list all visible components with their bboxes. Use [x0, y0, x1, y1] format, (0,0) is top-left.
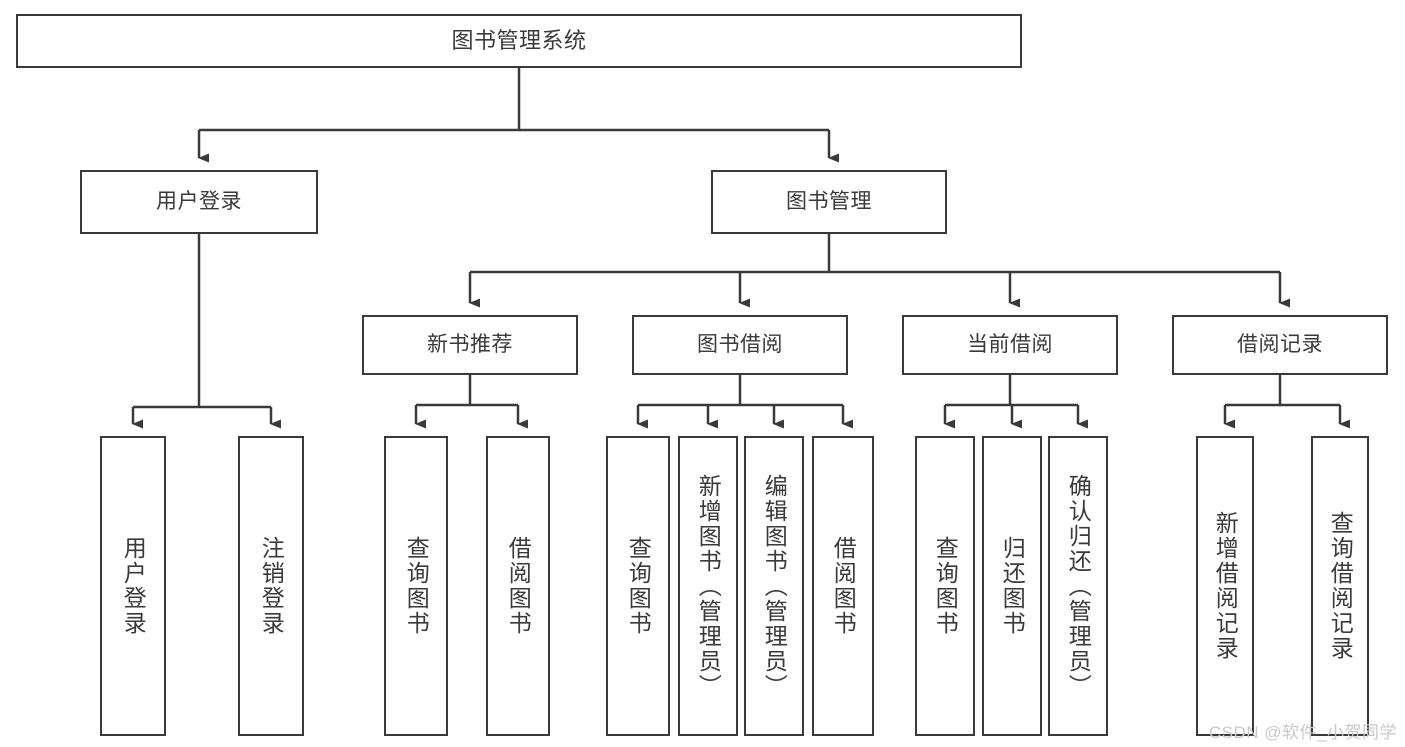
leaf-add-borrow-record[interactable]: 新增借阅记录	[1196, 436, 1254, 736]
leaf-confirm-return-admin[interactable]: 确认归还（管理员）	[1048, 436, 1108, 736]
node-book-borrow[interactable]: 图书借阅	[632, 315, 848, 375]
node-user-login-label: 用户登录	[156, 190, 242, 214]
leaf-query-book-new[interactable]: 查询图书	[384, 436, 448, 736]
leaf-query-borrow-record[interactable]: 查询借阅记录	[1311, 436, 1369, 736]
leaf-query-book-borrow[interactable]: 查询图书	[606, 436, 670, 736]
node-borrow-record[interactable]: 借阅记录	[1172, 315, 1388, 375]
csdn-watermark: CSDN @软件_小贺同学	[1208, 723, 1397, 742]
leaf-logout-label: 注销登录	[258, 536, 285, 636]
node-book-manage[interactable]: 图书管理	[711, 170, 947, 234]
node-current-borrow[interactable]: 当前借阅	[902, 315, 1118, 375]
node-borrow-record-label: 借阅记录	[1237, 333, 1323, 357]
leaf-return-book-label: 归还图书	[999, 536, 1026, 636]
leaf-borrow-book[interactable]: 借阅图书	[812, 436, 874, 736]
leaf-confirm-return-admin-label: 确认归还（管理员）	[1065, 473, 1092, 699]
leaf-add-book-admin[interactable]: 新增图书（管理员）	[678, 436, 738, 736]
leaf-query-book-borrow-label: 查询图书	[625, 536, 652, 636]
leaf-add-borrow-record-label: 新增借阅记录	[1212, 511, 1239, 661]
node-user-login[interactable]: 用户登录	[80, 170, 318, 234]
leaf-user-login[interactable]: 用户登录	[100, 436, 166, 736]
leaf-borrow-book-new[interactable]: 借阅图书	[486, 436, 550, 736]
node-book-manage-label: 图书管理	[786, 190, 872, 214]
leaf-return-book[interactable]: 归还图书	[982, 436, 1042, 736]
node-current-borrow-label: 当前借阅	[967, 333, 1053, 357]
node-new-book-recommend[interactable]: 新书推荐	[362, 315, 578, 375]
leaf-query-book-new-label: 查询图书	[403, 536, 430, 636]
leaf-query-book-current-label: 查询图书	[932, 536, 959, 636]
leaf-edit-book-admin-label: 编辑图书（管理员）	[761, 473, 788, 699]
leaf-query-borrow-record-label: 查询借阅记录	[1327, 511, 1354, 661]
leaf-edit-book-admin[interactable]: 编辑图书（管理员）	[744, 436, 804, 736]
node-root[interactable]: 图书管理系统	[16, 14, 1022, 68]
leaf-user-login-label: 用户登录	[120, 536, 147, 636]
node-root-label: 图书管理系统	[451, 27, 587, 53]
node-book-borrow-label: 图书借阅	[697, 333, 783, 357]
leaf-borrow-book-new-label: 借阅图书	[505, 536, 532, 636]
node-new-book-recommend-label: 新书推荐	[427, 333, 513, 357]
leaf-borrow-book-label: 借阅图书	[830, 536, 857, 636]
leaf-logout[interactable]: 注销登录	[238, 436, 304, 736]
leaf-query-book-current[interactable]: 查询图书	[915, 436, 975, 736]
leaf-add-book-admin-label: 新增图书（管理员）	[695, 473, 722, 699]
